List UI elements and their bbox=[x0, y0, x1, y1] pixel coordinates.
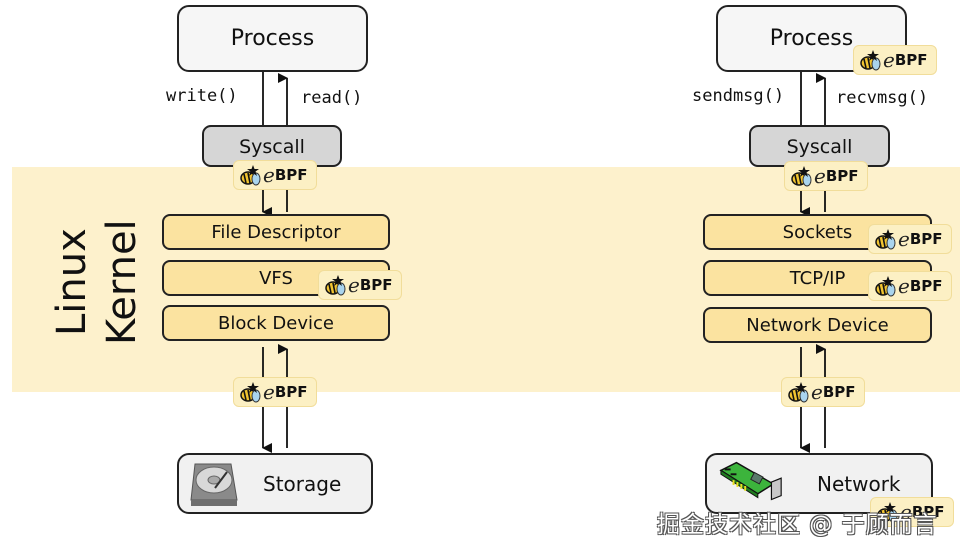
ebpf-e: e bbox=[263, 380, 275, 404]
bee-icon bbox=[875, 276, 896, 297]
bee-icon bbox=[325, 275, 346, 296]
ebpf-e: e bbox=[814, 164, 826, 188]
left-process-label: Process bbox=[230, 26, 315, 51]
ebpf-e: e bbox=[900, 500, 912, 524]
storage-box: Storage bbox=[177, 453, 373, 514]
write-call-label: write() bbox=[166, 86, 238, 106]
sendmsg-call-label: sendmsg() bbox=[692, 86, 785, 106]
block-device-layer: Block Device bbox=[162, 305, 390, 341]
ebpf-bpf: BPF bbox=[894, 50, 928, 69]
ebpf-e: e bbox=[898, 227, 910, 251]
ebpf-e: e bbox=[348, 273, 360, 297]
ebpf-bpf: BPF bbox=[359, 275, 393, 294]
block-device-label: Block Device bbox=[218, 312, 334, 334]
ebpf-bpf: BPF bbox=[825, 166, 859, 185]
right-syscall-label: Syscall bbox=[786, 136, 853, 158]
bee-icon bbox=[877, 502, 898, 523]
watermark: 掘金技术社区 @ 于顾而言 bbox=[657, 512, 938, 538]
network-device-layer: Network Device bbox=[703, 307, 932, 343]
file-descriptor-label: File Descriptor bbox=[211, 221, 341, 243]
ebpf-e: e bbox=[811, 380, 823, 404]
bee-icon bbox=[875, 229, 896, 250]
recvmsg-call-label: recvmsg() bbox=[836, 88, 929, 108]
right-process-label: Process bbox=[769, 26, 854, 51]
ebpf-e: e bbox=[263, 163, 275, 187]
bee-icon bbox=[860, 50, 881, 71]
bee-icon bbox=[240, 382, 261, 403]
left-syscall-label: Syscall bbox=[239, 136, 305, 158]
storage-label: Storage bbox=[263, 471, 342, 496]
read-call-label: read() bbox=[301, 88, 363, 108]
sockets-label: Sockets bbox=[782, 221, 853, 243]
ebpf-bpf: BPF bbox=[274, 165, 308, 184]
network-label: Network bbox=[817, 471, 901, 496]
bee-icon bbox=[788, 382, 809, 403]
network-device-label: Network Device bbox=[746, 314, 889, 336]
hard-disk-icon bbox=[190, 463, 238, 506]
vfs-label: VFS bbox=[259, 267, 293, 289]
bee-icon bbox=[791, 166, 812, 187]
ebpf-bpf: BPF bbox=[909, 276, 943, 295]
tcp-ip-label: TCP/IP bbox=[789, 267, 846, 289]
ebpf-bpf: BPF bbox=[909, 229, 943, 248]
ebpf-bpf: BPF bbox=[822, 382, 856, 401]
left-process-box: Process bbox=[177, 5, 368, 72]
file-descriptor-layer: File Descriptor bbox=[162, 214, 390, 250]
ebpf-e: e bbox=[898, 274, 910, 298]
ebpf-bpf: BPF bbox=[911, 502, 945, 521]
ebpf-e: e bbox=[883, 48, 895, 72]
bee-icon bbox=[240, 165, 261, 186]
network-card-icon bbox=[719, 461, 782, 500]
right-syscall-box: Syscall bbox=[749, 125, 890, 167]
ebpf-bpf: BPF bbox=[274, 382, 308, 401]
